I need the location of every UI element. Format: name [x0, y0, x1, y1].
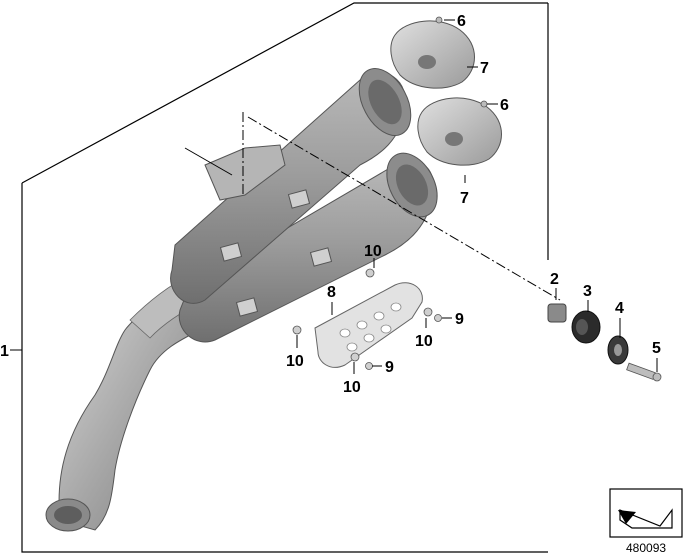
callout-leaders [296, 19, 658, 374]
callout-9-right: 9 [455, 311, 464, 328]
callout-4: 4 [615, 300, 624, 317]
washer-4 [607, 335, 629, 365]
callout-5: 5 [652, 340, 661, 357]
callout-6-upper: 6 [457, 13, 466, 30]
hanger-lugs [219, 189, 333, 317]
alignment-axis [247, 116, 561, 301]
diagram-id: 480093 [626, 541, 667, 555]
callout-10-top: 10 [364, 243, 382, 260]
bracket-leader [184, 147, 233, 176]
callout-labels: 1 2 3 4 5 6 6 7 7 8 9 9 10 10 10 10 [0, 13, 661, 396]
lower-silencer [178, 152, 438, 343]
callout-1: 1 [0, 343, 9, 360]
small-hardware [292, 268, 442, 370]
bushing-2 [547, 303, 567, 323]
callout-6-lower: 6 [500, 97, 509, 114]
rubber-damper-3 [571, 310, 601, 344]
callout-7-lower: 7 [460, 190, 469, 207]
callout-8: 8 [327, 284, 336, 301]
callout-10-right: 10 [415, 333, 433, 350]
callout-10-bottom: 10 [343, 379, 361, 396]
heat-shield [314, 282, 423, 368]
end-cap-lower [417, 97, 502, 166]
assembly-frame [21, 2, 549, 553]
view-direction-arrow-icon [609, 488, 683, 538]
callout-10-left: 10 [286, 353, 304, 370]
callout-2: 2 [550, 271, 559, 288]
callout-3: 3 [583, 283, 592, 300]
callout-7-upper: 7 [480, 60, 489, 77]
callout-9-bottom: 9 [385, 359, 394, 376]
end-cap-upper [390, 20, 475, 89]
cap-screws [435, 16, 488, 108]
mounting-bracket [204, 144, 286, 201]
bolt-5 [626, 362, 662, 382]
